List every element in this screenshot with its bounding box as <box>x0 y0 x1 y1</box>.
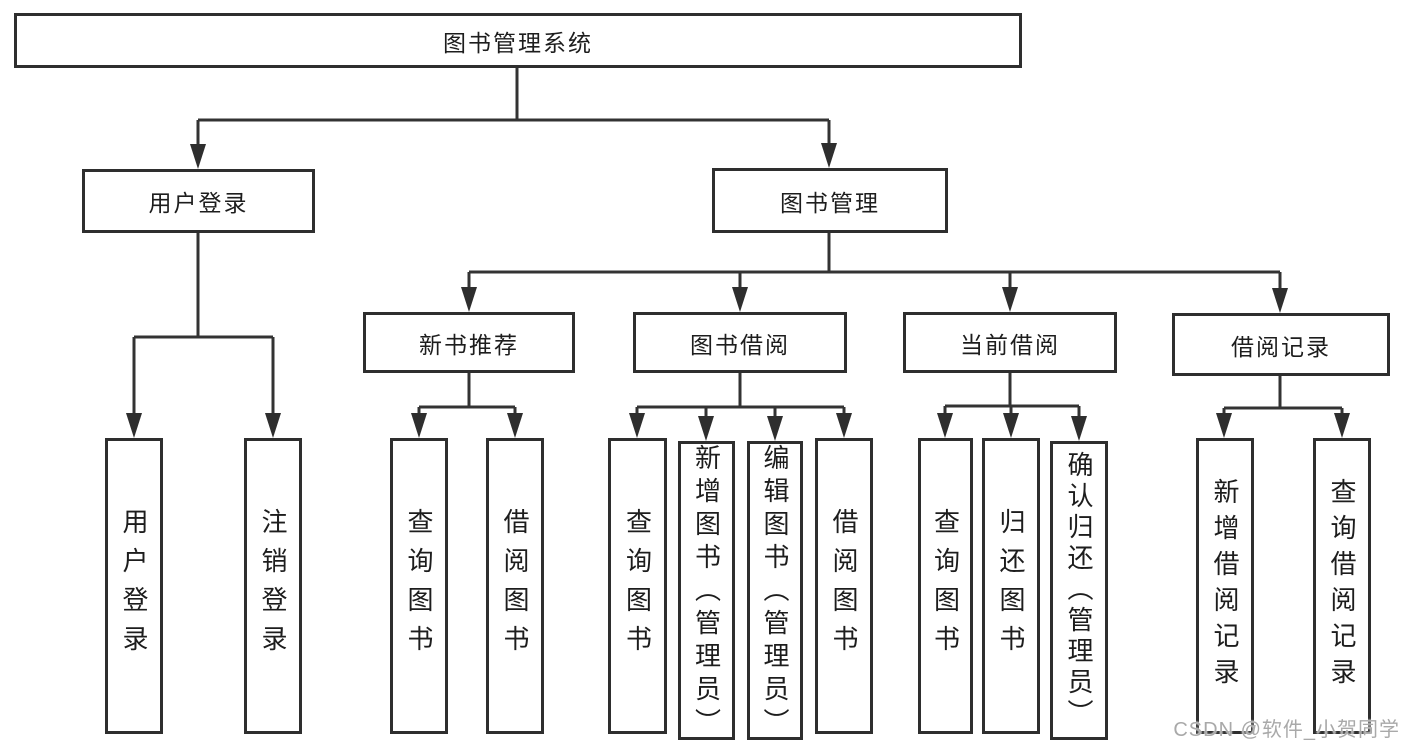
csdn-watermark: CSDN @软件_小贺同学 <box>1173 719 1400 741</box>
leaf-borrow-books: 借阅图书 <box>815 438 873 734</box>
leaf-logout: 注销登录 <box>244 438 302 734</box>
leaf-edit-books-admin: 编辑图书（管理员） <box>747 441 803 741</box>
node-book-borrowing: 图书借阅 <box>633 312 847 373</box>
node-user-login: 用户登录 <box>82 169 315 233</box>
node-borrowing-records: 借阅记录 <box>1172 313 1390 376</box>
node-book-management: 图书管理 <box>712 168 948 233</box>
leaf-add-borrow-record: 新增借阅记录 <box>1196 438 1254 734</box>
leaf-borrow-books-recommend: 借阅图书 <box>486 438 544 734</box>
leaf-add-books-admin: 新增图书（管理员） <box>678 441 735 741</box>
leaf-query-books-current: 查询图书 <box>918 438 973 734</box>
leaf-query-books-recommend: 查询图书 <box>390 438 448 734</box>
node-current-borrowing: 当前借阅 <box>903 312 1117 373</box>
leaf-return-books: 归还图书 <box>982 438 1040 734</box>
leaf-query-books-borrow: 查询图书 <box>608 438 667 734</box>
leaf-user-login: 用户登录 <box>105 438 163 734</box>
node-new-book-recommend: 新书推荐 <box>363 312 575 373</box>
leaf-query-borrow-record: 查询借阅记录 <box>1313 438 1371 734</box>
leaf-confirm-return-admin: 确认归还（管理员） <box>1050 441 1108 740</box>
node-library-system: 图书管理系统 <box>14 13 1022 68</box>
